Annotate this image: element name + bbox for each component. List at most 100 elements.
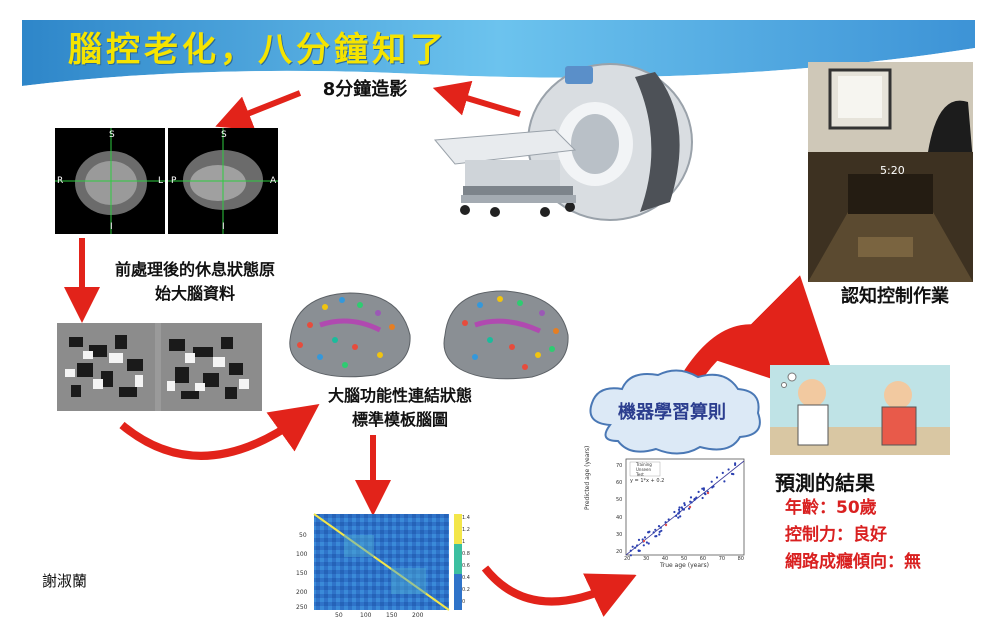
resting-state-maps xyxy=(57,323,262,411)
matrix-xtick-50: 50 xyxy=(335,612,343,619)
scatter-point xyxy=(654,535,657,538)
arrow-to-scan-label xyxy=(432,80,521,117)
connectivity-matrix xyxy=(296,510,471,622)
matrix-xtick-100: 100 xyxy=(360,612,372,619)
scatter-point xyxy=(727,468,730,471)
scan-label: 8分鐘造影 xyxy=(322,79,408,100)
scatter-equation: y = 1*x + 0.2 xyxy=(630,478,665,484)
scatter-point xyxy=(658,533,661,536)
scatter-point xyxy=(734,462,737,465)
orient-right-left: P xyxy=(171,176,177,186)
header-banner xyxy=(22,20,975,90)
ml-label: 機器學習算則 xyxy=(618,402,726,423)
scatter-point xyxy=(643,536,647,539)
matrix-xtick-150: 150 xyxy=(386,612,398,619)
mri-slice-sagittal xyxy=(168,128,278,234)
prediction-scatter xyxy=(625,458,745,557)
doctor-cartoon xyxy=(770,365,950,455)
orient-right-right: A xyxy=(270,176,277,186)
matrix-ytick-50: 50 xyxy=(299,532,307,539)
ml-cloud xyxy=(589,369,761,455)
matrix-ytick-250: 250 xyxy=(296,604,308,611)
scatter-point xyxy=(702,488,705,491)
scatter-point xyxy=(638,549,641,552)
result-control: 控制力：良好 xyxy=(785,525,887,545)
results-list: 年齡：50歲 控制力：良好 網路成癮傾向：無 xyxy=(785,495,921,576)
scatter-point xyxy=(660,529,663,532)
arrow-to-slices xyxy=(215,90,302,131)
scatter-point xyxy=(642,544,645,547)
scatter-point xyxy=(652,531,655,534)
scatter-point xyxy=(645,541,648,544)
results-heading: 預測的結果 xyxy=(775,471,875,495)
scatter-point xyxy=(689,500,692,503)
scatter-point xyxy=(664,521,667,524)
scatter-point xyxy=(721,471,724,474)
scatter-point xyxy=(697,490,700,493)
scatter-xlabel: True age (years) xyxy=(660,562,709,569)
cognitive-task-photo xyxy=(808,62,973,282)
scatter-point xyxy=(678,506,681,509)
scatter-point xyxy=(675,514,678,517)
scatter-point xyxy=(667,518,670,521)
scatter-point xyxy=(631,545,634,548)
task-timer: 5:20 xyxy=(880,164,905,177)
orient-left-right: L xyxy=(158,176,164,186)
scatter-point xyxy=(629,554,632,557)
page-title: 腦控老化，八分鐘知了 xyxy=(68,30,448,70)
scatter-point xyxy=(659,526,662,529)
scatter-point xyxy=(636,544,639,547)
scatter-point xyxy=(654,528,657,531)
scatter-point xyxy=(711,486,714,489)
scatter-point xyxy=(715,476,719,479)
matrix-ytick-150: 150 xyxy=(296,570,308,577)
author-name: 謝淑蘭 xyxy=(42,572,88,590)
orient-left-bottom: I xyxy=(110,222,113,232)
scatter-point xyxy=(683,502,686,505)
mri-scanner-image xyxy=(434,63,693,221)
scatter-point xyxy=(723,480,726,483)
scatter-point xyxy=(641,538,644,541)
scatter-point xyxy=(693,498,696,501)
matrix-ytick-200: 200 xyxy=(296,589,308,596)
orient-right-bottom: I xyxy=(222,222,225,232)
scatter-point xyxy=(679,515,682,518)
scatter-point xyxy=(647,531,650,534)
scatter-point xyxy=(629,549,632,552)
mri-slice-coronal xyxy=(55,128,165,234)
scatter-point xyxy=(677,512,680,515)
atlas-label: 大腦功能性連結狀態 標準模板腦圖 xyxy=(327,386,472,429)
matrix-xtick-200: 200 xyxy=(412,612,424,619)
orient-left-top: S xyxy=(109,130,115,140)
result-age: 年齡：50歲 xyxy=(785,498,877,518)
scatter-point xyxy=(658,530,661,533)
scatter-point xyxy=(689,496,693,499)
arrow-to-cartoon xyxy=(681,275,843,403)
orient-left-left: R xyxy=(57,176,64,186)
scatter-point xyxy=(701,496,704,500)
scatter-point xyxy=(637,538,641,541)
result-addiction: 網路成癮傾向：無 xyxy=(785,552,921,572)
scatter-point xyxy=(634,546,637,549)
scatter-point xyxy=(734,463,737,466)
scatter-point xyxy=(677,516,680,519)
brain-atlas-image xyxy=(289,290,569,380)
arrow-to-scatter xyxy=(481,565,637,617)
orient-right-top: S xyxy=(221,130,227,140)
scatter-point xyxy=(677,508,681,511)
scatter-point xyxy=(710,480,713,483)
matrix-ytick-100: 100 xyxy=(296,551,308,558)
preprocessed-label: 前處理後的休息狀態原 始大腦資料 xyxy=(114,260,275,303)
arrow-to-atlas xyxy=(119,403,320,460)
scatter-point xyxy=(647,542,650,545)
scatter-point xyxy=(678,510,681,513)
scatter-point xyxy=(681,507,684,511)
scatter-point xyxy=(657,525,661,528)
scatter-point xyxy=(673,510,676,514)
scatter-point xyxy=(695,496,698,499)
scatter-point xyxy=(704,493,707,496)
